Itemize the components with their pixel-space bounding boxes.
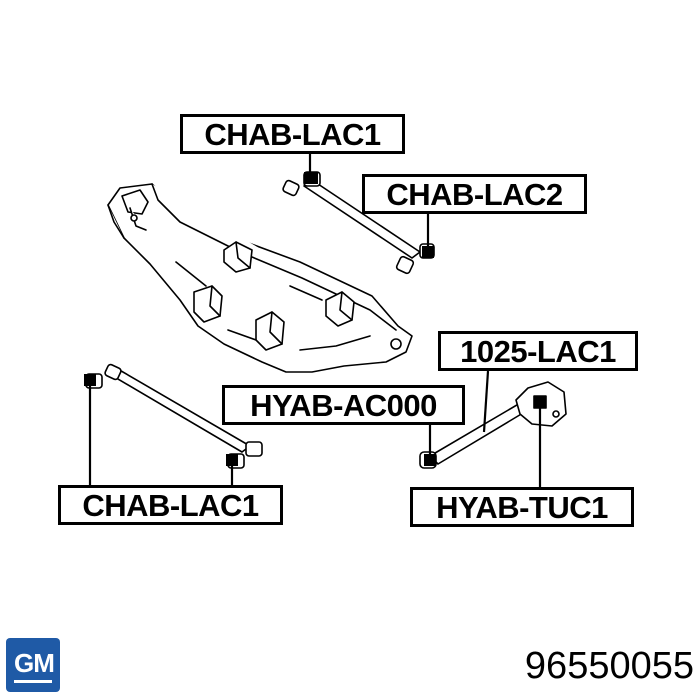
part-number: 96550055 — [524, 645, 694, 687]
gm-logo-text: GM — [14, 648, 55, 678]
part-label-chab-lac1-top: CHAB-LAC1 — [180, 114, 405, 154]
part-label-hyab-ac000: HYAB-AC000 — [222, 385, 465, 425]
gm-logo-underline — [14, 680, 52, 683]
lower-lateral-link-illustration — [85, 363, 263, 469]
part-label-hyab-tuc1: HYAB-TUC1 — [410, 487, 634, 527]
part-label-chab-lac2: CHAB-LAC2 — [362, 174, 587, 214]
part-label-1025-lac1: 1025-LAC1 — [438, 331, 638, 371]
part-label-chab-lac1-bottom: CHAB-LAC1 — [58, 485, 283, 525]
gm-logo: GM — [6, 638, 60, 692]
rear-subframe-illustration — [107, 183, 413, 373]
leader-lines — [88, 154, 542, 487]
